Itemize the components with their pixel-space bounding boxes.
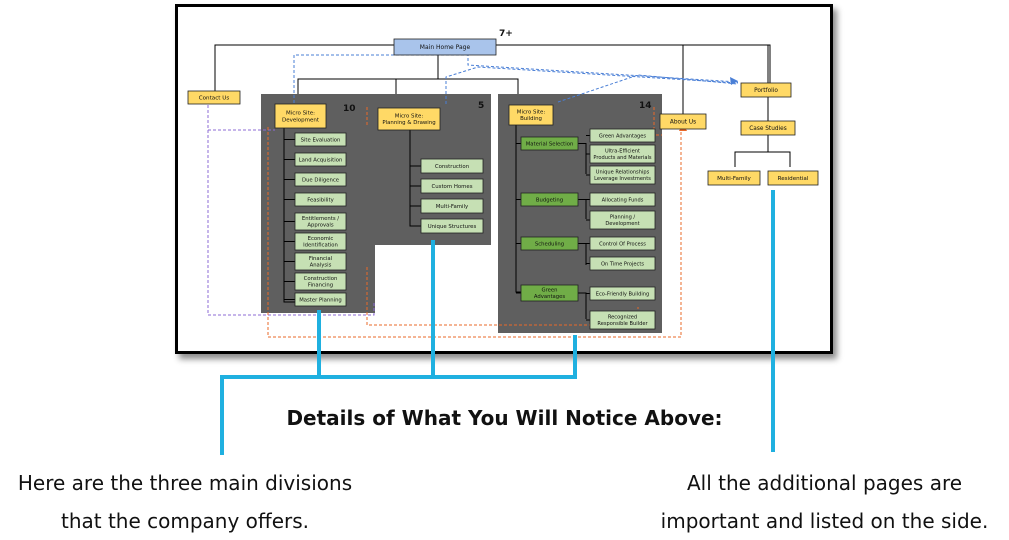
- right-caption-line-1: All the additional pages are: [686, 471, 963, 495]
- page-boxes: Main Home Page 7+ Contact Us About Us Portfo…: [187, 29, 819, 330]
- plan-title-box-label: Micro Site:Planning & Drawing: [382, 114, 435, 127]
- build-item-2-1: Allocating Funds: [589, 192, 656, 207]
- plan-item-4-label: Unique Structures: [428, 224, 477, 230]
- left-caption-line-1: Here are the three main divisions: [17, 471, 353, 495]
- plan-count: 5: [478, 101, 484, 111]
- build-item-2-2: Planning /Development: [589, 210, 656, 230]
- build-to-portfolio-dashed: [557, 74, 739, 103]
- home-to-dev-line: [297, 49, 439, 100]
- dev-item-4-label: Feasibility: [307, 197, 333, 203]
- plan-item-1-label: Construction: [435, 164, 469, 170]
- case-to-multifamily-line: [734, 135, 769, 167]
- dev-item-1-label: Site Evaluation: [301, 137, 341, 143]
- case-to-residential-line: [768, 151, 791, 167]
- left-caption-line-2: that the company offers.: [60, 509, 309, 533]
- build-title-box: Micro Site:Building: [508, 104, 554, 126]
- dev-item-2-label: Land Acquisition: [299, 157, 343, 163]
- plan-item-3-label: Multi-Family: [436, 204, 469, 210]
- residential-box-label: Residential: [778, 176, 809, 182]
- dev-item-9: Master Planning: [294, 292, 347, 307]
- build-item-3-1: Control Of Process: [589, 236, 656, 251]
- main-home-page-box-label: Main Home Page: [420, 44, 471, 51]
- build-sub-spine-line: [578, 143, 587, 174]
- build-group-2: Budgeting: [520, 192, 579, 207]
- sitemap-diagram: Main Home Page 7+ Contact Us About Us Portfo…: [187, 29, 819, 338]
- build-item-3-1-label: Control Of Process: [599, 241, 646, 247]
- dev-count: 10: [343, 104, 356, 114]
- dev-to-about-dashed: [267, 127, 682, 338]
- main-home-page-box: Main Home Page: [393, 38, 497, 56]
- portfolio-box-label: Portfolio: [754, 88, 778, 94]
- build-title-box-label: Micro Site:Building: [517, 110, 546, 123]
- build-group-1-label: Material Selection: [526, 141, 574, 147]
- build-group-1: Material Selection: [520, 136, 579, 151]
- build-group-3-label: Scheduling: [535, 241, 564, 247]
- build-item-4-1-label: Eco-Friendly Building: [596, 291, 649, 297]
- panel-connector-lines: [283, 125, 590, 321]
- dev-title-box-label: Micro Site:Development: [282, 111, 320, 124]
- dev-item-3-label: Due Diligence: [302, 177, 339, 183]
- multi-family-box: Multi-Family: [707, 170, 761, 186]
- build-item-4-1: Eco-Friendly Building: [589, 286, 656, 301]
- plan-to-portfolio-dashed: [445, 66, 739, 104]
- dev-spine-line: [283, 128, 295, 303]
- dev-item-4: Feasibility: [294, 192, 347, 207]
- contact-us-box: Contact Us: [187, 90, 241, 105]
- build-item-3-2: On Time Projects: [589, 256, 656, 271]
- build-count: 14: [639, 101, 652, 111]
- dev-item-3: Due Diligence: [294, 172, 347, 187]
- left-caption: Here are the three main divisions that t…: [0, 464, 370, 540]
- plan-title-box: Micro Site:Planning & Drawing: [377, 107, 441, 131]
- contact-us-box-label: Contact Us: [199, 96, 230, 102]
- multi-family-box-label: Multi-Family: [717, 176, 751, 182]
- case-studies-box-label: Case Studies: [749, 126, 787, 132]
- plan-item-1: Construction: [420, 158, 484, 174]
- dev-item-2: Land Acquisition: [294, 152, 347, 167]
- arrow-head-portfolio: [730, 77, 738, 85]
- right-caption: All the additional pages are important a…: [640, 464, 1009, 540]
- build-item-1-1-label: Green Advantages: [599, 133, 647, 139]
- build-item-3-2-label: On Time Projects: [601, 261, 644, 267]
- build-group-2-label: Budgeting: [536, 197, 563, 203]
- dev-item-5-label: Entitlements /Approvals: [302, 216, 339, 229]
- build-item-2-1-label: Allocating Funds: [602, 197, 644, 203]
- home-to-build-line: [298, 78, 519, 100]
- right-caption-line-2: important and listed on the side.: [660, 509, 989, 533]
- plan-item-3: Multi-Family: [420, 198, 484, 214]
- about-us-box-label: About Us: [670, 120, 696, 126]
- home-badge: 7+: [499, 29, 513, 39]
- plan-item-2: Custom Homes: [420, 178, 484, 194]
- build-item-2-2-label: Planning /Development: [605, 215, 639, 227]
- build-spine-line: [515, 125, 521, 293]
- case-studies-box: Case Studies: [740, 120, 796, 136]
- details-heading: Details of What You Will Notice Above:: [286, 406, 723, 430]
- sitemap-frame: Main Home Page 7+ Contact Us About Us Portfo…: [175, 4, 833, 354]
- portfolio-box: Portfolio: [740, 82, 792, 98]
- plan-item-2-label: Custom Homes: [431, 184, 472, 190]
- dev-title-box: Micro Site:Development: [274, 103, 327, 129]
- dev-to-contact-dashed: [207, 95, 375, 316]
- build-item-1-1: Green Advantages: [589, 128, 656, 143]
- about-us-box: About Us: [659, 113, 707, 130]
- dev-item-5: Entitlements /Approvals: [294, 212, 347, 231]
- build-group-3: Scheduling: [520, 236, 579, 251]
- residential-box: Residential: [767, 170, 819, 186]
- dev-item-9-label: Master Planning: [299, 297, 342, 303]
- dev-item-1: Site Evaluation: [294, 132, 347, 147]
- plan-item-4: Unique Structures: [420, 218, 484, 234]
